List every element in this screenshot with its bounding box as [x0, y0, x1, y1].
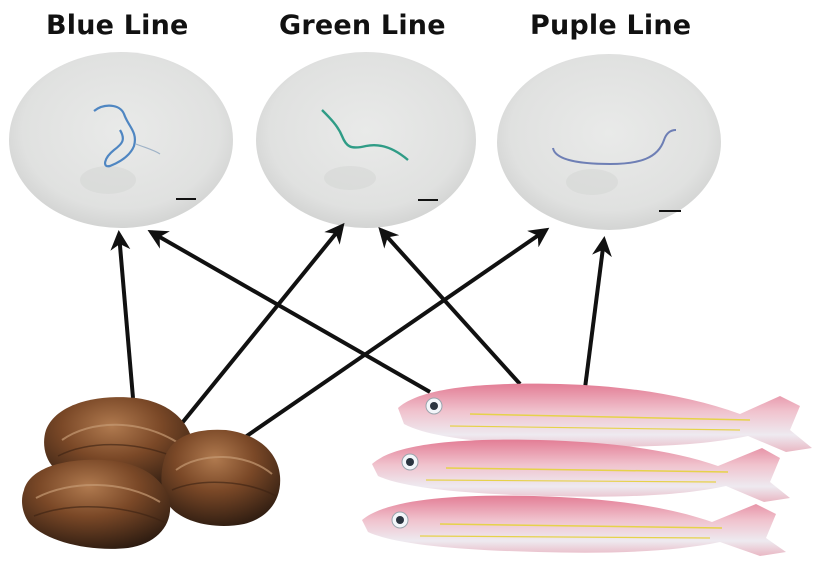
clam-front [22, 460, 170, 549]
fish-middle [372, 440, 790, 502]
dish-purple-line [497, 54, 721, 230]
arrow-fish-to-green [381, 230, 520, 384]
fish-bottom [362, 496, 786, 556]
dish-blue-line [9, 52, 233, 228]
arrow-fish-to-blue [151, 232, 430, 392]
arrow-clams-to-blue [119, 234, 133, 398]
clams-image [22, 397, 280, 549]
clam-right [161, 430, 280, 526]
dish-green-line [256, 52, 476, 228]
fish-image [362, 384, 812, 556]
arrow-fish-to-purple [585, 240, 604, 388]
